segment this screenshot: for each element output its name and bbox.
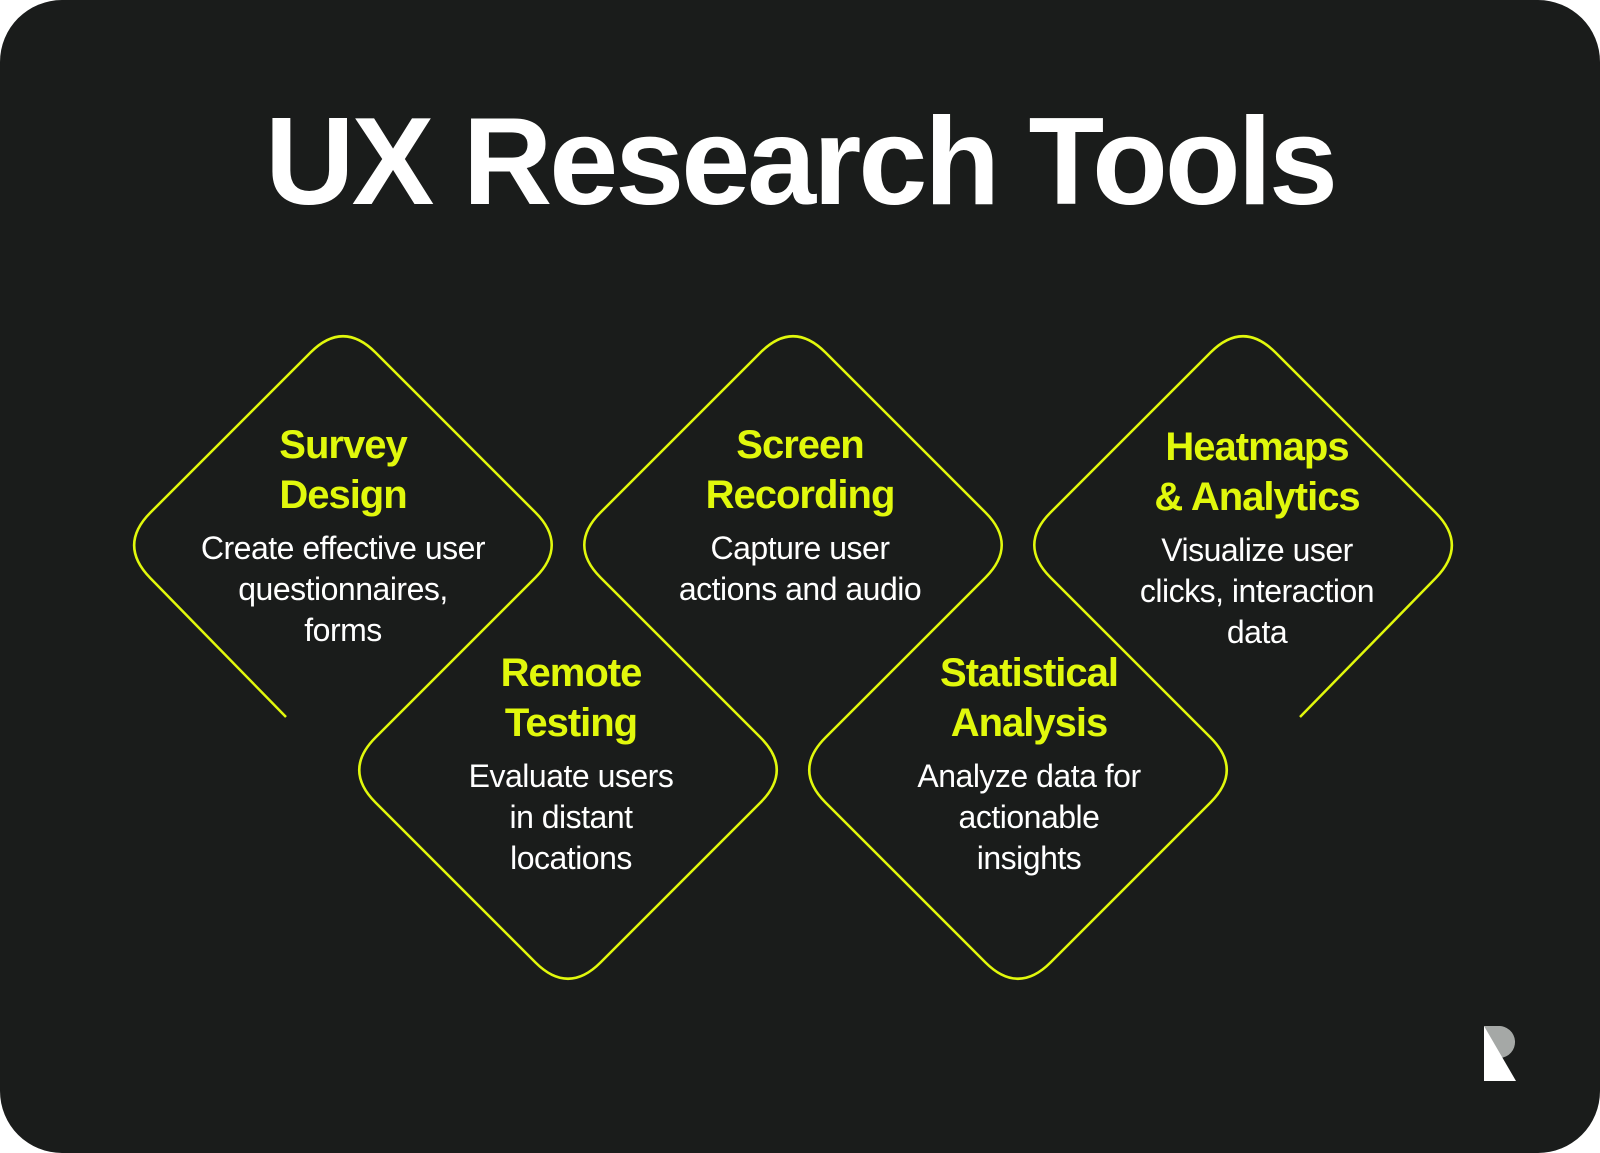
tool-heading: Heatmaps& Analytics (1154, 425, 1360, 519)
r-logo-icon (1484, 1026, 1516, 1081)
page-title: UX Research Tools (265, 93, 1338, 231)
diamond-zigzag-outline (132, 335, 1454, 980)
